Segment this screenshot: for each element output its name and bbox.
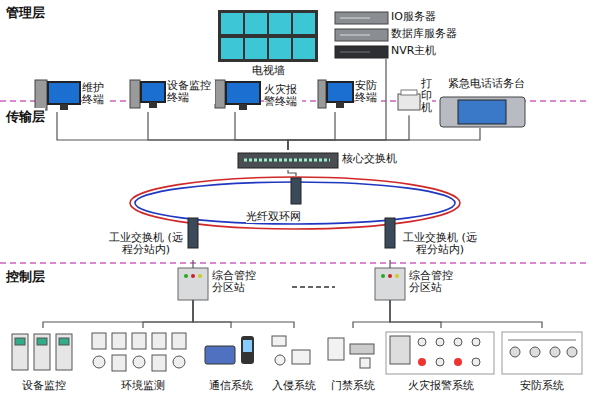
layer-label: 传输层 [6, 108, 45, 126]
network-link [288, 115, 409, 150]
terminal: 火灾报警终端 [215, 78, 310, 112]
network-link [143, 300, 193, 328]
terminal: 维护终端 [35, 78, 111, 112]
network-link [390, 300, 441, 328]
subsystem: 门禁系统 [324, 328, 383, 394]
node-label: 综合管控分区站 [212, 270, 262, 294]
subsystem: 火灾报警系统 [386, 328, 497, 394]
network-link [288, 112, 335, 150]
node-label: 火灾报警系统 [386, 380, 496, 392]
network-link [353, 300, 390, 328]
access-icons [328, 338, 374, 368]
server: IO服务器 [335, 11, 450, 25]
layer-label: 管理层 [6, 4, 45, 22]
printer-icon [398, 90, 420, 110]
security-icons [502, 332, 582, 374]
network-link [43, 300, 193, 328]
network-link [288, 170, 296, 176]
network-link [235, 112, 288, 150]
sensor-icons [92, 333, 186, 371]
network-link [390, 300, 542, 328]
node-label: 火灾报警终端 [264, 84, 302, 108]
network-link [389, 260, 390, 268]
layer-divider [0, 262, 590, 264]
control-station: 综合管控分区站 [375, 268, 460, 300]
network-link [57, 112, 288, 150]
terminal-pc [215, 80, 260, 110]
fire-alarm-icons [386, 332, 494, 374]
node-label: 工业交换机 (远程分站内) [400, 232, 480, 256]
network-link [148, 112, 288, 150]
node-label: 光纤双环网 [246, 211, 308, 223]
phone-console [440, 97, 525, 127]
ring-switch-icon [291, 178, 301, 204]
layer-label: 控制层 [6, 268, 45, 286]
ring-node: 光纤双环网 [246, 176, 309, 226]
node-label: 数据库服务器 [391, 28, 457, 40]
subsystem: 通信系统 [200, 328, 263, 394]
fiber-ring [130, 177, 460, 229]
node-label: 设备监控 [8, 380, 80, 392]
network-link [288, 128, 480, 150]
node-label: 门禁系统 [324, 380, 382, 392]
server: 数据库服务器 [335, 28, 460, 42]
subsystem: 环境监测 [88, 328, 199, 394]
terminal-pc [318, 80, 353, 108]
subsystem: 入侵系统 [266, 328, 323, 394]
node-label: 维护终端 [82, 82, 108, 106]
industrial-switch: 工业交换机 (远程分站内) [100, 218, 200, 260]
industrial-switch-icon [188, 218, 198, 248]
node-label: 安防系统 [500, 380, 584, 392]
node-label: 入侵系统 [266, 380, 322, 392]
node-label: 电视墙 [218, 65, 318, 77]
node-label: 核心交换机 [342, 153, 397, 165]
core-switch: 核心交换机 [238, 150, 413, 170]
node-label: NVR主机 [391, 45, 436, 57]
cabinet-icon [375, 268, 405, 300]
node-label: 紧急电话话务台 [448, 78, 525, 90]
node-label: 安防终端 [355, 80, 381, 104]
device-icons [12, 334, 72, 370]
terminal: 设备监控终端 [130, 78, 216, 112]
comm-icons [205, 336, 254, 364]
terminal-pc [35, 80, 80, 110]
tv-wall [218, 10, 318, 62]
server-stack [335, 12, 388, 58]
node-label: 工业交换机 (远程分站内) [106, 232, 186, 256]
core-switch-icon [238, 153, 338, 168]
control-station: 综合管控分区站 [178, 268, 263, 300]
node-label: 设备监控终端 [167, 80, 215, 104]
industrial-switch: 工业交换机 (远程分站内) [385, 218, 485, 260]
ellipsis-dash [292, 286, 335, 288]
node-label: 通信系统 [200, 380, 262, 392]
intrusion-icons [272, 336, 310, 365]
network-link [192, 260, 193, 268]
subsystem: 设备监控 [8, 328, 81, 394]
cabinet-icon [178, 268, 208, 300]
node-label: IO服务器 [391, 11, 436, 23]
node-label: 综合管控分区站 [409, 270, 459, 294]
phone-console: 紧急电话话务台 [440, 78, 530, 128]
subsystem: 安防系统 [500, 328, 585, 394]
terminal: 安防终端 [318, 78, 382, 112]
network-link [193, 300, 294, 328]
server: NVR主机 [335, 45, 450, 59]
display-wall: 电视墙 [218, 8, 319, 78]
terminal-pc [130, 80, 165, 108]
node-label: 环境监测 [88, 380, 198, 392]
printer: 打印机 [398, 76, 434, 115]
network-link [193, 300, 231, 328]
node-label: 打印机 [421, 78, 432, 114]
industrial-switch-icon [385, 218, 395, 248]
